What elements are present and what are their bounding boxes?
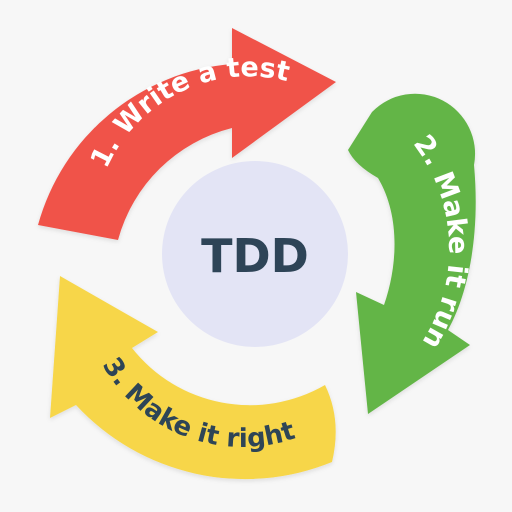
step-3-arrow-shape — [50, 276, 336, 480]
step-1-arrow-shape — [38, 28, 336, 240]
step-2-arrow: 2. Make it run — [348, 93, 476, 414]
center-label: TDD — [201, 229, 309, 283]
step-2-arrow-shape — [348, 93, 476, 414]
center-node: TDD — [162, 161, 348, 347]
center-circle — [162, 161, 348, 347]
